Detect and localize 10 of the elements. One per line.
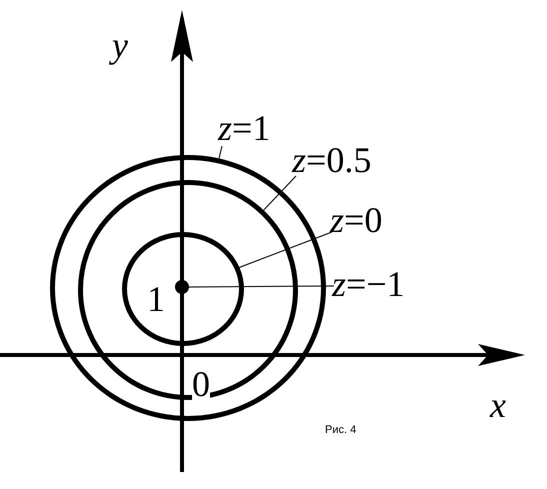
level-label: z=0: [330, 200, 382, 240]
leader-line: [218, 146, 222, 159]
center-dot: [175, 280, 189, 294]
figure-caption: Рис. 4: [325, 424, 356, 436]
leader-line: [188, 286, 334, 288]
level-label: z=−1: [332, 264, 405, 304]
level-label: z=1: [218, 108, 270, 148]
leader-line: [238, 232, 332, 268]
level-label: z=0.5: [292, 140, 372, 180]
leader-line: [263, 176, 296, 211]
